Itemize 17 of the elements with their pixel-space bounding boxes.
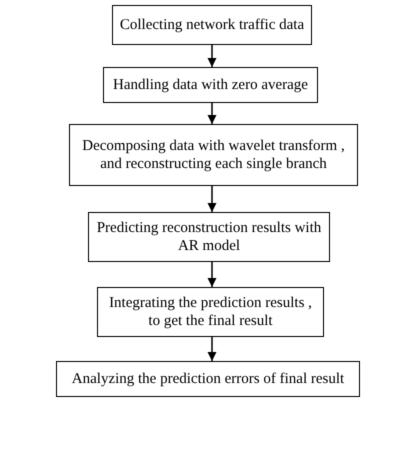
arrow — [208, 103, 216, 124]
step-text: Decomposing data with wavelet transform , and reconstructing each single branch — [81, 137, 346, 173]
step-text: Collecting network traffic data — [120, 16, 304, 34]
step-text: Analyzing the prediction errors of final result — [72, 370, 344, 388]
arrow — [208, 262, 216, 287]
step-text: Handling data with zero average — [113, 76, 308, 94]
step-text: Predicting reconstruction results with AR model — [96, 219, 322, 255]
process-box — [97, 287, 324, 337]
process-box — [69, 124, 358, 186]
arrow — [208, 337, 216, 361]
arrow — [208, 45, 216, 67]
arrow — [208, 186, 216, 212]
process-box — [88, 212, 330, 262]
process-box — [112, 5, 312, 45]
process-box — [103, 67, 318, 103]
step-text: Integrating the prediction results , to get the final result — [108, 294, 313, 330]
process-box — [56, 361, 360, 397]
